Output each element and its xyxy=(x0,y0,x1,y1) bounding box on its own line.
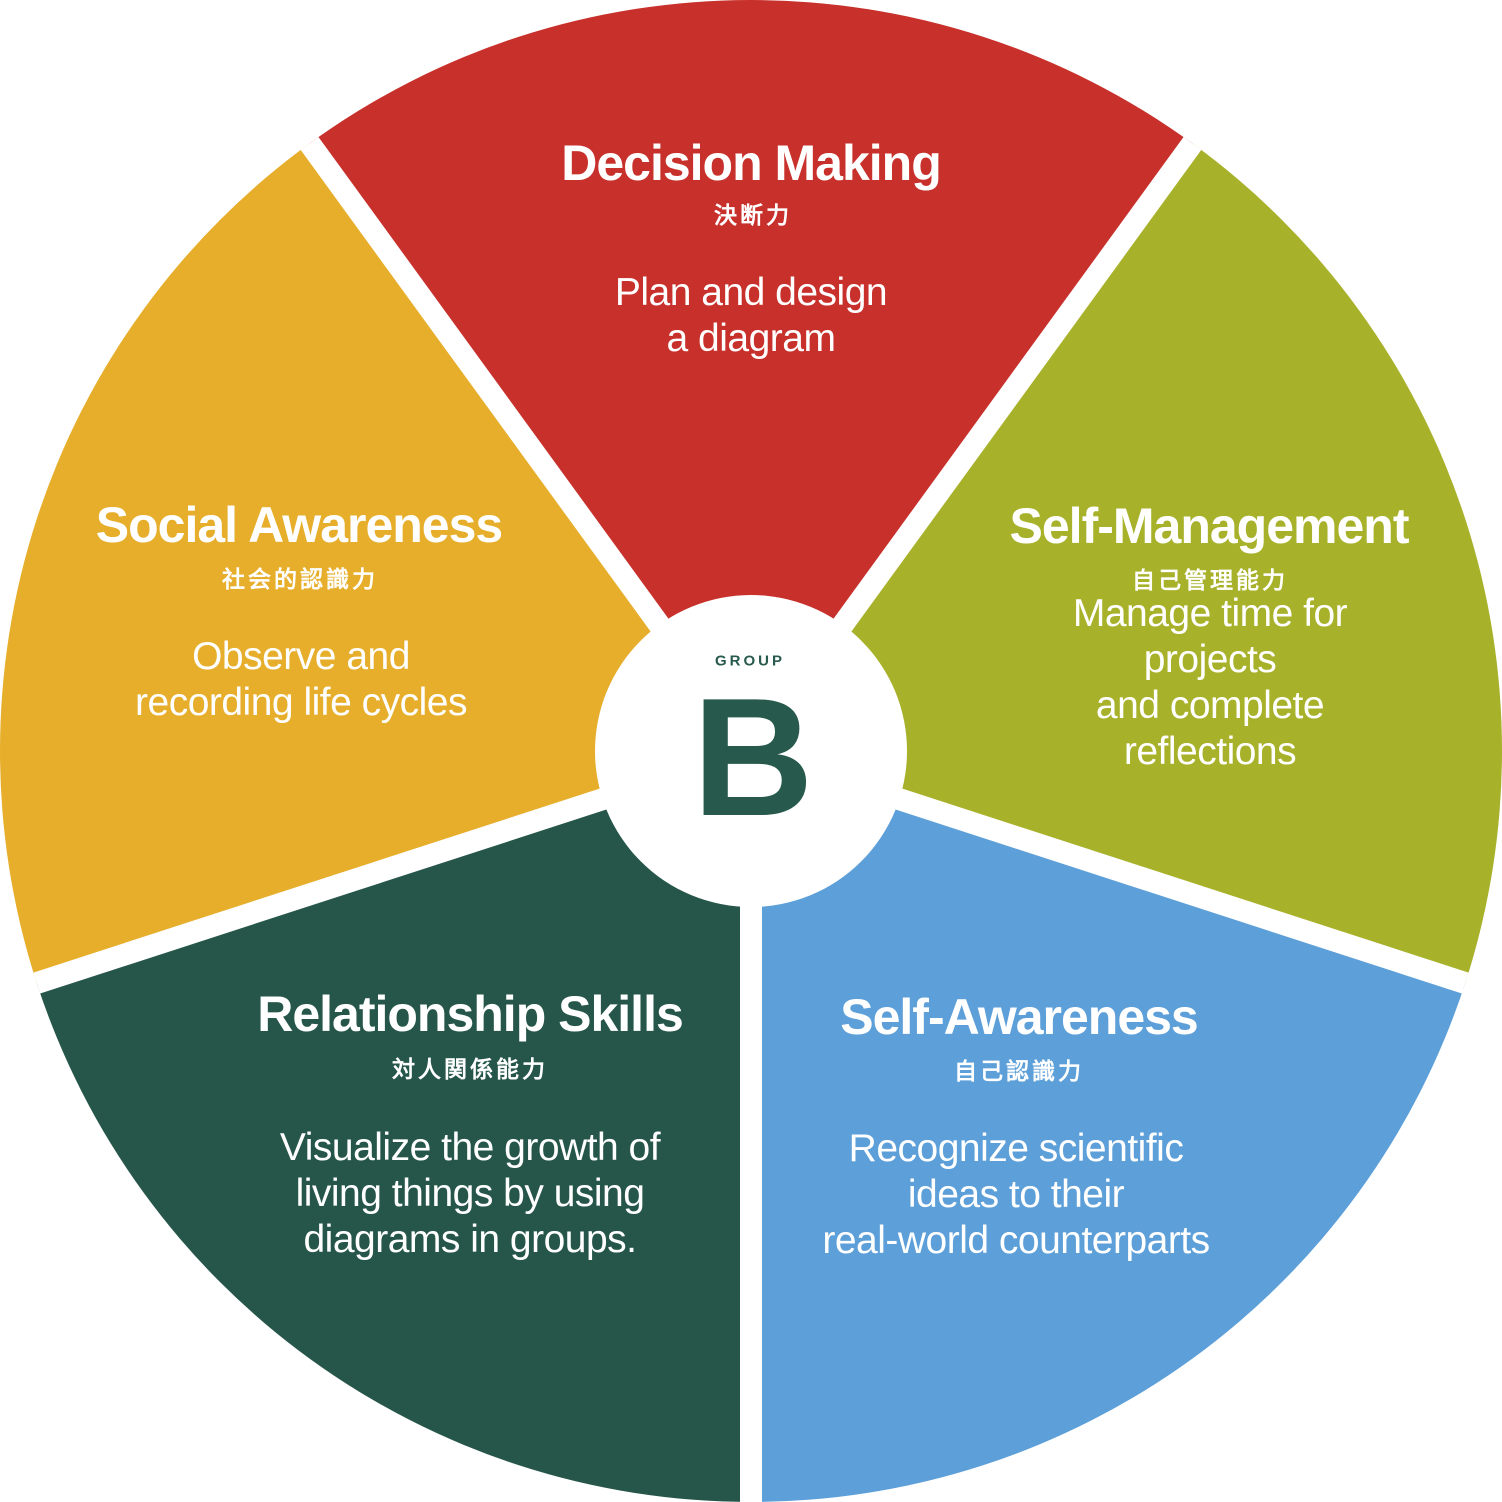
segment-self-management-title: Self-Management xyxy=(1009,498,1410,554)
segment-self-awareness-shape xyxy=(751,751,1466,1502)
segment-social-awareness-title: Social Awareness xyxy=(95,497,503,553)
segment-self-management-title-ja: 自己管理能力 xyxy=(1132,567,1288,593)
segment-social-awareness-description: Observe and recording life cycles xyxy=(135,635,467,724)
segment-decision-making-title: Decision Making xyxy=(561,135,942,191)
segment-relationship-skills-title-ja: 対人関係能力 xyxy=(392,1056,548,1082)
segment-relationship-skills-title: Relationship Skills xyxy=(257,986,684,1042)
segment-social-awareness-title-ja: 社会的認識力 xyxy=(222,566,378,592)
segment-self-management-shape xyxy=(751,143,1502,984)
segment-decision-making-shape xyxy=(309,0,1193,751)
segment-self-management-description: Manage time for projects and complete re… xyxy=(1072,592,1348,773)
segment-relationship-skills-shape xyxy=(36,751,751,1502)
segment-relationship-skills-description: Visualize the growth of living things by… xyxy=(279,1126,661,1261)
segment-decision-making-title-ja: 決断力 xyxy=(714,202,792,228)
segment-self-awareness-description: Recognize scientific ideas to their real… xyxy=(822,1127,1210,1262)
center-hub-circle xyxy=(595,595,907,907)
segment-decision-making-description: Plan and design a diagram xyxy=(614,271,888,360)
group-label: GROUP xyxy=(714,652,786,670)
group-letter: B xyxy=(692,663,814,851)
segment-self-awareness-title: Self-Awareness xyxy=(840,989,1198,1045)
segment-social-awareness-shape xyxy=(0,143,752,984)
segment-self-awareness-title-ja: 自己認識力 xyxy=(954,1058,1084,1084)
